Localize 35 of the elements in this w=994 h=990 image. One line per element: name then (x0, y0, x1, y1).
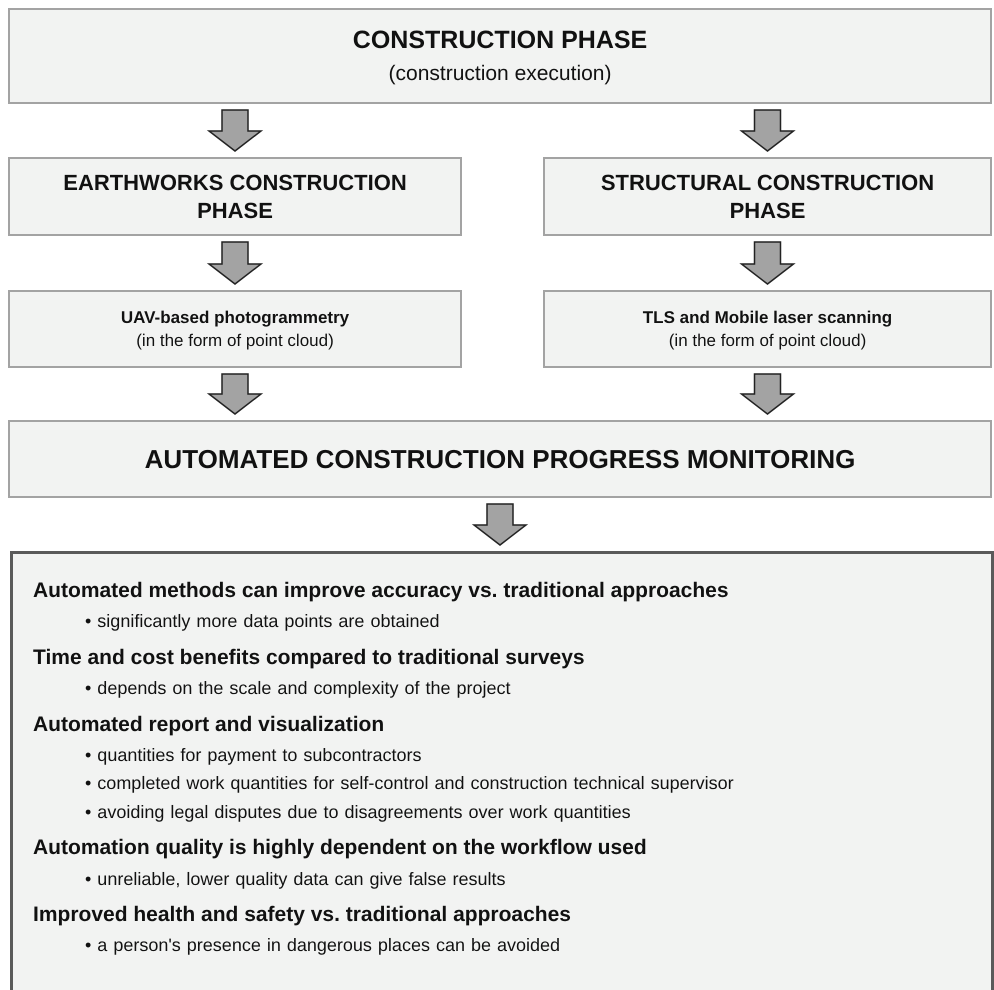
process-box (8, 8, 992, 104)
subtitle-text: (in the form of point cloud) (136, 330, 334, 352)
section-heading: Improved health and safety vs. traditional approaches (33, 902, 572, 928)
block-arrow (206, 109, 264, 152)
title-text: EARTHWORKS CONSTRUCTION PHASE (62, 169, 408, 224)
block-arrow (739, 109, 796, 152)
block-arrow (739, 373, 796, 415)
block-arrow (206, 373, 264, 415)
process-box (8, 290, 462, 368)
process-box (543, 157, 992, 236)
bullet-item: • completed work quantities for self-control and construction technical supervisor (85, 772, 735, 795)
bullet-item: • unreliable, lower quality data can give false results (85, 868, 507, 890)
bullet-item: • avoiding legal disputes due to disagreements over work quantities (85, 800, 632, 824)
title-text: UAV-based photogrammetry (120, 306, 350, 328)
bullet-item: • significantly more data points are obtained (85, 610, 441, 633)
summary-panel (10, 551, 994, 990)
subtitle-text: (construction execution) (388, 60, 612, 86)
section-heading: Automated report and visualization (33, 712, 386, 738)
process-box (8, 420, 992, 498)
bullet-item: • depends on the scale and complexity of the project (85, 677, 512, 700)
process-box (8, 157, 462, 236)
section-heading: Automation quality is highly dependent on the workflow used (33, 835, 648, 862)
block-arrow (472, 503, 528, 546)
subtitle-text: (in the form of point cloud) (668, 330, 866, 352)
title-text: AUTOMATED CONSTRUCTION PROGRESS MONITORING (144, 442, 856, 476)
bullet-item: • a person's presence in dangerous places can be avoided (85, 934, 562, 957)
title-text: STRUCTURAL CONSTRUCTION PHASE (600, 169, 936, 224)
title-text: TLS and Mobile laser scanning (642, 306, 892, 328)
block-arrow (739, 241, 796, 285)
section-heading: Time and cost benefits compared to traditional surveys (33, 644, 586, 671)
title-text: CONSTRUCTION PHASE (352, 25, 648, 56)
process-box (543, 290, 992, 368)
block-arrow (206, 241, 264, 285)
section-heading: Automated methods can improve accuracy vs. traditional approaches (33, 578, 730, 604)
bullet-item: • quantities for payment to subcontractors (85, 744, 422, 766)
